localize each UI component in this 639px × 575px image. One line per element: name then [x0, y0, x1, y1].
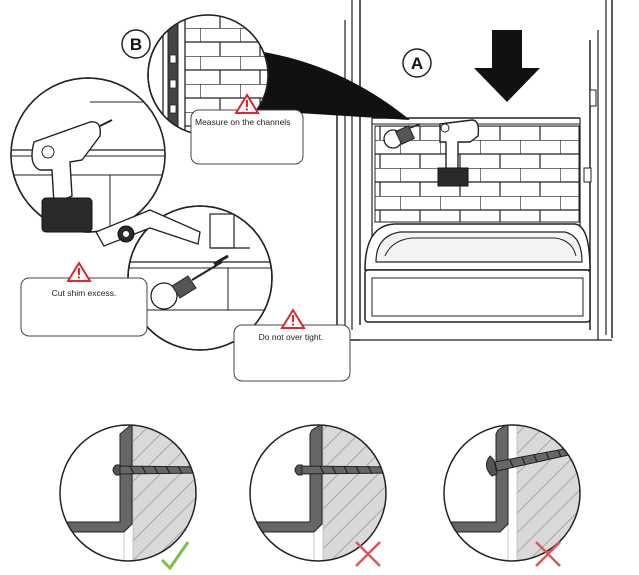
- warning-icon: [234, 93, 260, 114]
- note-tight-text: Do not over tight.: [259, 332, 324, 342]
- svg-text:A: A: [411, 54, 423, 73]
- callout-a: A: [402, 48, 432, 78]
- screw-example-angled: [443, 424, 581, 567]
- screw-example-overtight: [249, 424, 387, 567]
- screw-example-correct: [59, 424, 197, 571]
- tile-wall: [375, 126, 579, 222]
- detail-magnifier-drill: [10, 77, 166, 233]
- note-shim-text: Cut shim excess.: [52, 288, 117, 298]
- utility-knife-icon: [95, 209, 201, 247]
- note-measure-text: Measure on the channels: [195, 117, 290, 127]
- screw-icon: [294, 464, 386, 476]
- screw-icon: [486, 445, 580, 477]
- down-arrow-icon: [474, 30, 540, 102]
- callout-b-label: B: [130, 35, 142, 54]
- screwdriver-icon: [150, 254, 229, 310]
- note-measure: Measure on the channels: [190, 93, 304, 165]
- note-shim: Cut shim excess.: [20, 261, 148, 337]
- cross-icon: [355, 541, 381, 567]
- warning-icon: [280, 308, 306, 329]
- screw-icon: [112, 464, 196, 476]
- warning-icon: [66, 261, 92, 282]
- check-icon: [160, 541, 190, 571]
- detail-magnifier-shim: [95, 205, 273, 351]
- screwdriver-icon: [383, 123, 421, 149]
- drill-icon: [31, 119, 113, 233]
- bathtub: [364, 223, 591, 323]
- cross-icon: [535, 541, 561, 567]
- drill-icon: [437, 119, 480, 187]
- faucet-icon: [583, 167, 592, 183]
- bathtub-scene: A: [336, 0, 613, 341]
- callout-b: [121, 29, 151, 59]
- note-tight: Do not over tight.: [233, 308, 351, 382]
